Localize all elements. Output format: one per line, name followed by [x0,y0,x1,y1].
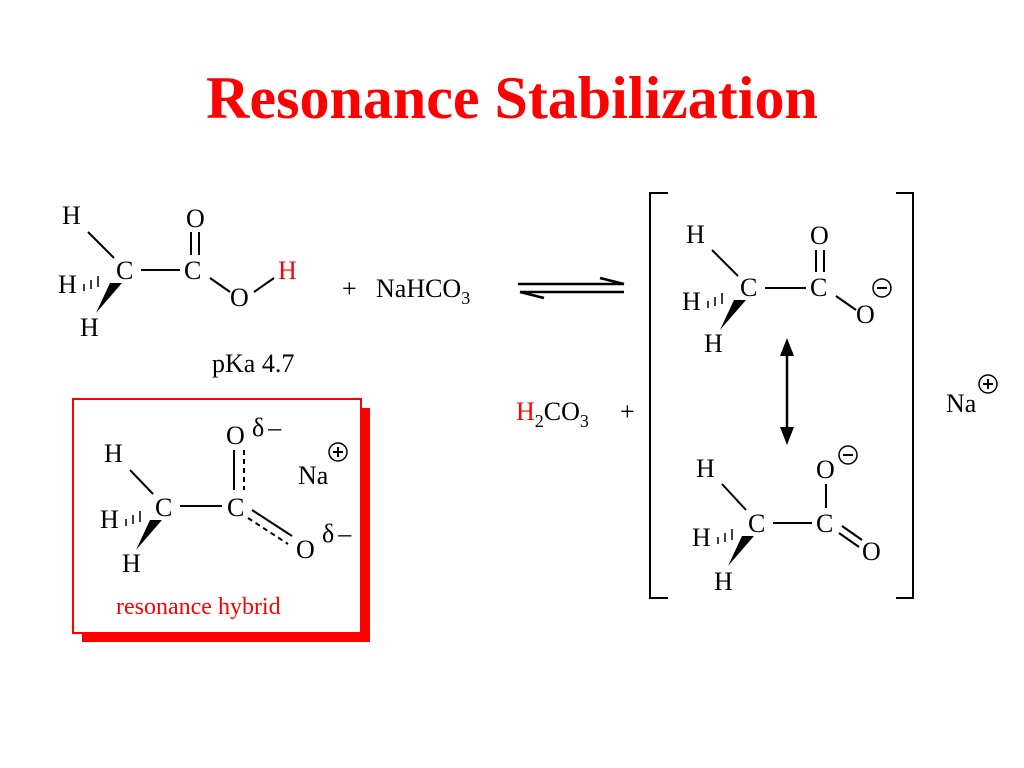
acetate2-h-top: H [696,454,715,483]
acetate2-h-left: H [692,523,711,552]
acetate1-o-double: O [810,221,829,250]
slide-title: Resonance Stabilization [206,65,818,131]
hybrid-sodium: Na [298,461,329,490]
acetate-resonance-structure-1: H C C O O H H [682,220,892,358]
negative-charge-icon [838,445,858,465]
pka-label: pKa 4.7 [212,349,294,378]
acetic-acid-c2: C [184,256,201,285]
resonance-hybrid-box [72,398,370,642]
acetate1-c1: C [740,273,757,302]
acetate2-h-bottom: H [714,567,733,596]
hybrid-h-bottom: H [122,549,141,578]
resonance-hybrid-structure: H C C O δ– O δ– H H Na [100,413,352,578]
acetic-acid-o-carbonyl: O [186,204,205,233]
resonance-arrow [780,338,794,445]
hybrid-delta-bottom: δ– [322,519,352,548]
sodium-cation-right: Na [946,374,998,418]
acidic-hydrogen: H [278,256,297,285]
acetate1-h-top: H [686,220,705,249]
acetate2-c2: C [816,509,833,538]
carbonic-acid-label: H2CO3 [516,397,589,431]
acetic-acid-o-hydroxyl: O [230,283,249,312]
acetic-acid-h-top: H [62,201,81,230]
right-bracket [896,192,914,599]
acetate2-c1: C [748,509,765,538]
sodium-bicarbonate-label: NaHCO3 [376,274,470,308]
positive-charge-icon [978,374,998,394]
hybrid-c1: C [155,493,172,522]
equilibrium-arrows [518,276,625,300]
hybrid-h-top: H [104,439,123,468]
hybrid-o-bottom: O [296,535,315,564]
left-bracket [649,192,668,599]
acetic-acid-h-bottom: H [80,313,99,342]
plus-sign-reagent: + [342,274,357,303]
hybrid-caption: resonance hybrid [116,594,281,620]
svg-text:Na: Na [946,389,977,418]
hybrid-c2: C [227,493,244,522]
acetate2-o-single: O [816,455,835,484]
acetate1-h-bottom: H [704,329,723,358]
negative-charge-icon [872,278,892,298]
acetic-acid-structure: H C C O O H H H [58,201,297,342]
acetate-resonance-structure-2: H C C O O H H [692,445,881,596]
hybrid-o-top: O [226,421,245,450]
hybrid-delta-top: δ– [252,413,282,442]
acetic-acid-c1: C [116,256,133,285]
acetate1-o-single: O [856,300,875,329]
positive-charge-icon [328,442,348,462]
hybrid-h-left: H [100,505,119,534]
hybrid-box-frame [72,398,362,634]
plus-sign-product: + [620,397,635,426]
acetate1-h-left: H [682,287,701,316]
acetic-acid-h-left: H [58,270,77,299]
acetate2-o-double: O [862,537,881,566]
acetate1-c2: C [810,273,827,302]
